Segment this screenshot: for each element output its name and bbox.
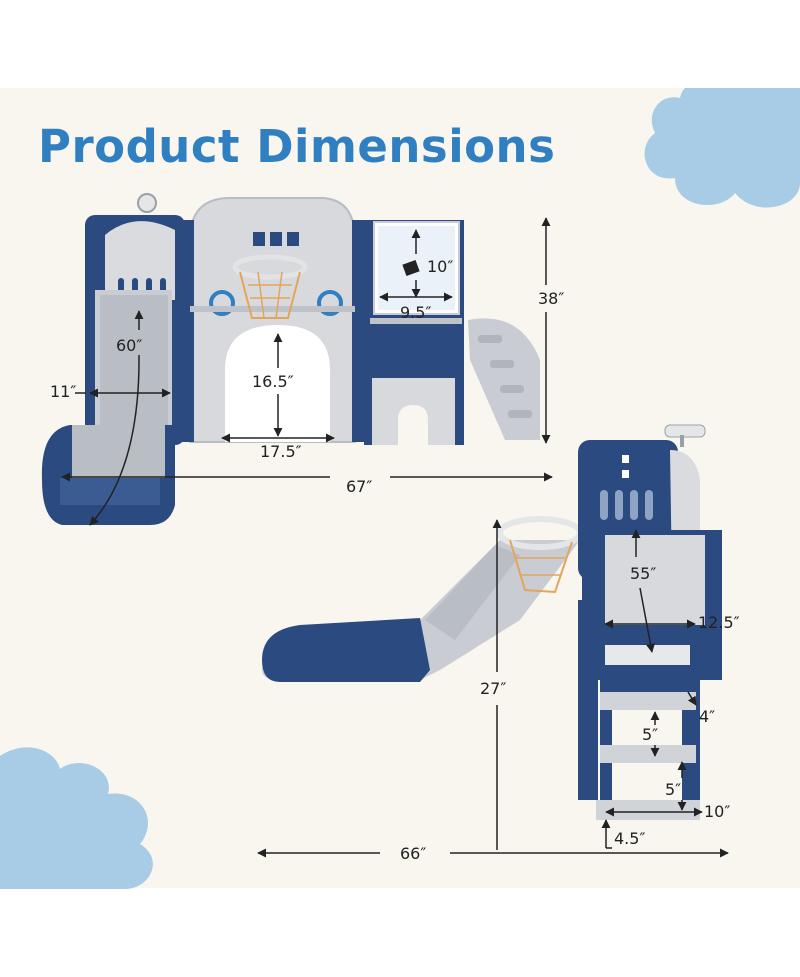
- cloud-icon: [644, 88, 800, 208]
- side-step-height-a-label: 5″: [642, 725, 659, 744]
- side-step-width-label: 4.5″: [614, 829, 646, 848]
- telescope-icon: [137, 193, 157, 213]
- side-platform-height-label: 27″: [480, 679, 507, 698]
- front-slide-width-label: 11″: [50, 382, 77, 401]
- side-step-height-b-label: 5″: [665, 780, 682, 799]
- side-step-gap-label: 4″: [699, 707, 716, 726]
- side-platform-width-label: 12.5″: [698, 613, 740, 632]
- front-view-playset: [41, 193, 540, 525]
- side-step-depth-label: 10″: [704, 802, 731, 821]
- side-slide-length-label: 55″: [630, 564, 657, 583]
- front-board-width-label: 9.5″: [400, 303, 432, 322]
- telescope-icon: [664, 424, 706, 447]
- front-arch-height-label: 16.5″: [252, 372, 294, 391]
- front-slide-length-label: 60″: [116, 336, 143, 355]
- front-board-height-label: 10″: [427, 257, 454, 276]
- front-total-height-label: 38″: [538, 289, 565, 308]
- page-title: Product Dimensions: [38, 120, 556, 173]
- side-total-length-label: 66″: [400, 844, 427, 863]
- front-total-length-label: 67″: [346, 477, 373, 496]
- front-arch-width-label: 17.5″: [260, 442, 302, 461]
- basketball-hoop-icon: [232, 254, 308, 319]
- side-view-playset: [262, 424, 722, 820]
- cloud-icon: [0, 747, 153, 889]
